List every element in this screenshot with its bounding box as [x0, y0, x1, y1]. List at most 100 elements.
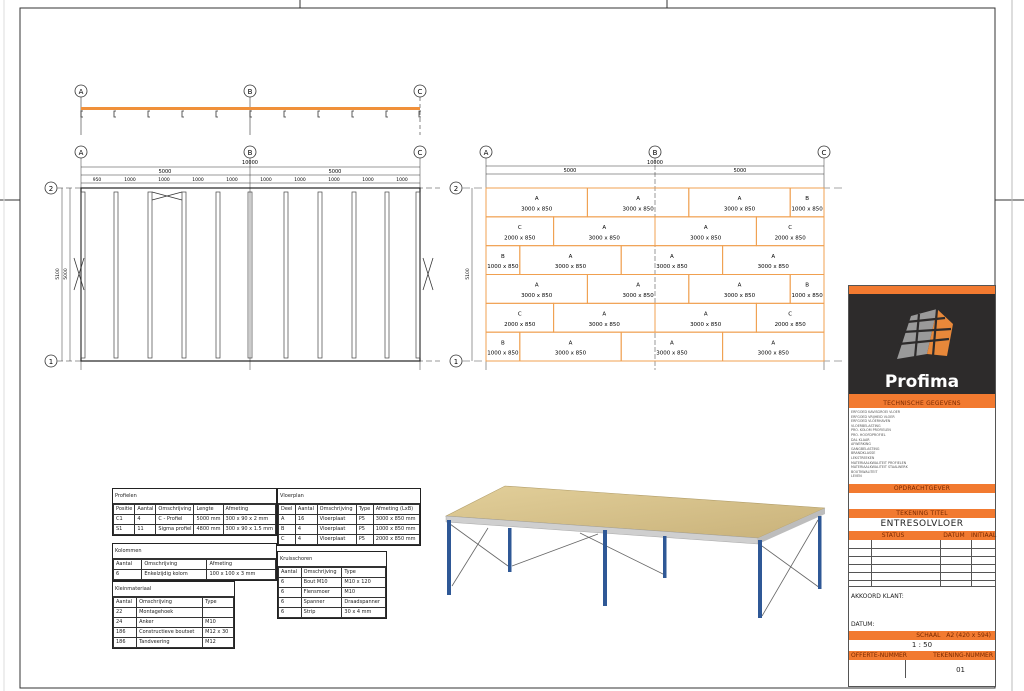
table-cell: Constructieve boutset [136, 627, 204, 638]
spec-line: AFWERKING [851, 442, 871, 447]
column-header: Type [355, 504, 374, 515]
spec-line: MATERIAALKWALITEIT STAALWERK [851, 465, 908, 470]
profima-logo: Profima [849, 294, 995, 394]
panel-size: 1000 x 850 [487, 351, 519, 357]
panel-type: B [501, 340, 505, 346]
column [758, 540, 762, 618]
grid-bubble-b: B [243, 84, 257, 98]
table-cell: 2000 x 850 mm [372, 534, 421, 545]
panel-size: 2000 x 850 [504, 322, 536, 328]
panel-type: A [704, 311, 708, 317]
panel-type: A [535, 196, 539, 202]
panel-size: 2000 x 850 [775, 322, 807, 328]
floor-panel [755, 302, 825, 333]
floor-panel [586, 274, 690, 304]
column-header: Afmeting (LxB) [372, 504, 421, 515]
panel-type: C [518, 311, 522, 317]
panel-size: 3000 x 850 [589, 322, 621, 328]
floor-panel [722, 331, 825, 362]
floor-panel [789, 187, 825, 218]
column [603, 530, 607, 606]
table-cell: 6 [278, 597, 302, 608]
table-cell: 16 [294, 514, 318, 525]
floor-panel [789, 274, 825, 304]
panel-size: 1000 x 850 [791, 293, 823, 299]
floor-deck-section [81, 107, 420, 110]
table-cell: S1 [112, 524, 136, 535]
spec-line: PRO. KOLOM PROFIELEN [851, 428, 891, 433]
panel-size: 3000 x 850 [758, 351, 790, 357]
column [508, 528, 512, 572]
floor-panel [586, 187, 690, 218]
svg-text:C: C [418, 88, 423, 96]
table-cell: 300 x 90 x 2 mm [222, 514, 277, 525]
table-cell: 6 [278, 577, 302, 588]
steel-structure-plan: A B C 2 1 10000 5000 5000 950 1000 1000 … [44, 145, 440, 370]
floor-panel [688, 274, 791, 304]
column [663, 536, 667, 578]
spec-line: PRO. HOOFDPROFIEL [851, 432, 886, 437]
column-header: Omschrijving [155, 504, 195, 515]
grid-bubble-a: A [74, 84, 88, 98]
table-cell: 4 [294, 524, 318, 535]
table-cell: Spanner [300, 597, 343, 608]
panel-type: A [636, 283, 640, 289]
spec-line: VLOERBELASTING [851, 423, 881, 428]
table-cell: 300 x 90 x 1.5 mm [222, 524, 277, 535]
svg-text:1: 1 [49, 358, 53, 366]
svg-text:1000: 1000 [362, 177, 374, 183]
svg-text:1000: 1000 [260, 177, 272, 183]
svg-text:C: C [418, 149, 423, 157]
floor-panel [485, 187, 588, 218]
table-cell: Enkelzijdig kolom [141, 569, 208, 580]
svg-text:A: A [484, 149, 489, 157]
panel-type: A [738, 283, 742, 289]
table-cell: 4800 mm [193, 524, 224, 535]
table-cell: 4 [294, 534, 318, 545]
table-cell: 22 [112, 607, 138, 618]
spec-line: ERFGOED VLOERHAVEN [851, 419, 891, 424]
svg-text:5000: 5000 [159, 169, 172, 175]
table-cell: M12 x 30 [202, 627, 234, 638]
table-cell: 6 [278, 607, 302, 618]
date-label: DATUM: [851, 621, 875, 628]
table-cell: P5 [355, 514, 374, 525]
panel-type: A [569, 254, 573, 260]
column-header: Type [341, 567, 386, 578]
floor-panel [485, 331, 521, 362]
table-cell: 100 x 100 x 3 mm [206, 569, 276, 580]
spec-line: BOUTKWALITEIT [851, 469, 878, 474]
spec-line: GANGBELASTING [851, 446, 880, 451]
steel-elevation-view: A B C [74, 84, 427, 135]
scale-header: SCHAAL A2 (420 x 594) [849, 631, 995, 640]
column-header: Afmeting [222, 504, 277, 515]
panel-size: 1000 x 850 [487, 264, 519, 270]
svg-text:5000: 5000 [734, 168, 747, 174]
floor-panel [485, 302, 555, 333]
grid-bubble-b: B [648, 145, 662, 159]
spec-line: LEVEN [851, 474, 862, 479]
panel-type: A [569, 340, 573, 346]
table-cell: 24 [112, 617, 138, 628]
panel-size: 3000 x 850 [521, 293, 553, 299]
panel-size: 3000 x 850 [622, 206, 654, 212]
column-header: Aantal [112, 559, 143, 570]
panel-size: 2000 x 850 [504, 235, 536, 241]
panel-type: A [670, 340, 674, 346]
panel-type: C [788, 225, 792, 231]
quote-number-field [849, 660, 906, 678]
grid-bubble-c: C [413, 84, 427, 98]
